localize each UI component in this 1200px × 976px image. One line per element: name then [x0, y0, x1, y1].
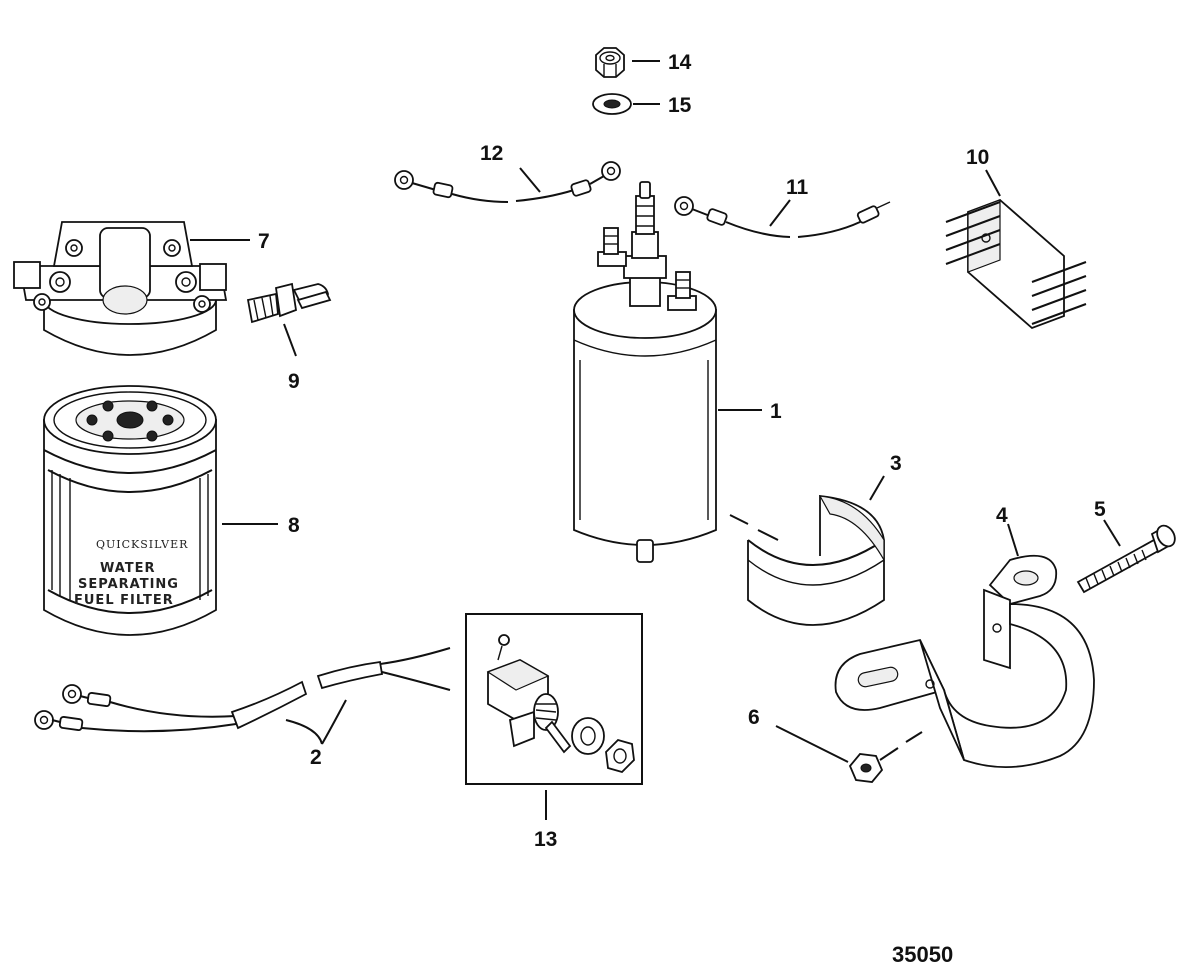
switch-kit-13	[465, 613, 643, 785]
nut-6	[848, 753, 884, 783]
callout-9: 9	[288, 370, 300, 393]
fuel-filter-8: QUICKSILVER WATER SEPARATING FUEL FILTER	[43, 385, 217, 636]
insulator-sleeve-3	[747, 495, 885, 626]
washer-15	[592, 93, 632, 115]
callout-11: 11	[786, 176, 809, 199]
callout-7: 7	[258, 230, 270, 253]
fuel-pump-1	[573, 181, 717, 563]
nut-14	[595, 47, 625, 78]
clamp-4	[834, 554, 1095, 769]
figure-number: 35050	[892, 942, 953, 967]
wire-11	[674, 196, 891, 238]
callout-1: 1	[770, 400, 782, 423]
filter-text-line1: WATER	[100, 561, 156, 576]
filter-brand-text: QUICKSILVER	[96, 538, 188, 551]
callout-3: 3	[890, 452, 902, 475]
callout-13: 13	[534, 828, 557, 851]
callout-4: 4	[996, 504, 1008, 527]
fitting-9	[246, 282, 332, 324]
callout-8: 8	[288, 514, 300, 537]
callout-2: 2	[310, 746, 322, 769]
callout-10: 10	[966, 146, 989, 169]
wire-12	[394, 161, 621, 203]
bracket-10	[945, 198, 1087, 330]
filter-head-7	[13, 221, 228, 356]
callout-14: 14	[668, 51, 692, 74]
screw-5	[1076, 524, 1176, 594]
callout-12: 12	[480, 142, 503, 165]
wire-harness-2	[34, 647, 451, 733]
callout-15: 15	[668, 94, 692, 117]
callout-6: 6	[748, 706, 760, 729]
callout-5: 5	[1094, 498, 1106, 521]
filter-text-line2: SEPARATING	[78, 577, 179, 592]
filter-text-line3: FUEL FILTER	[74, 593, 174, 608]
